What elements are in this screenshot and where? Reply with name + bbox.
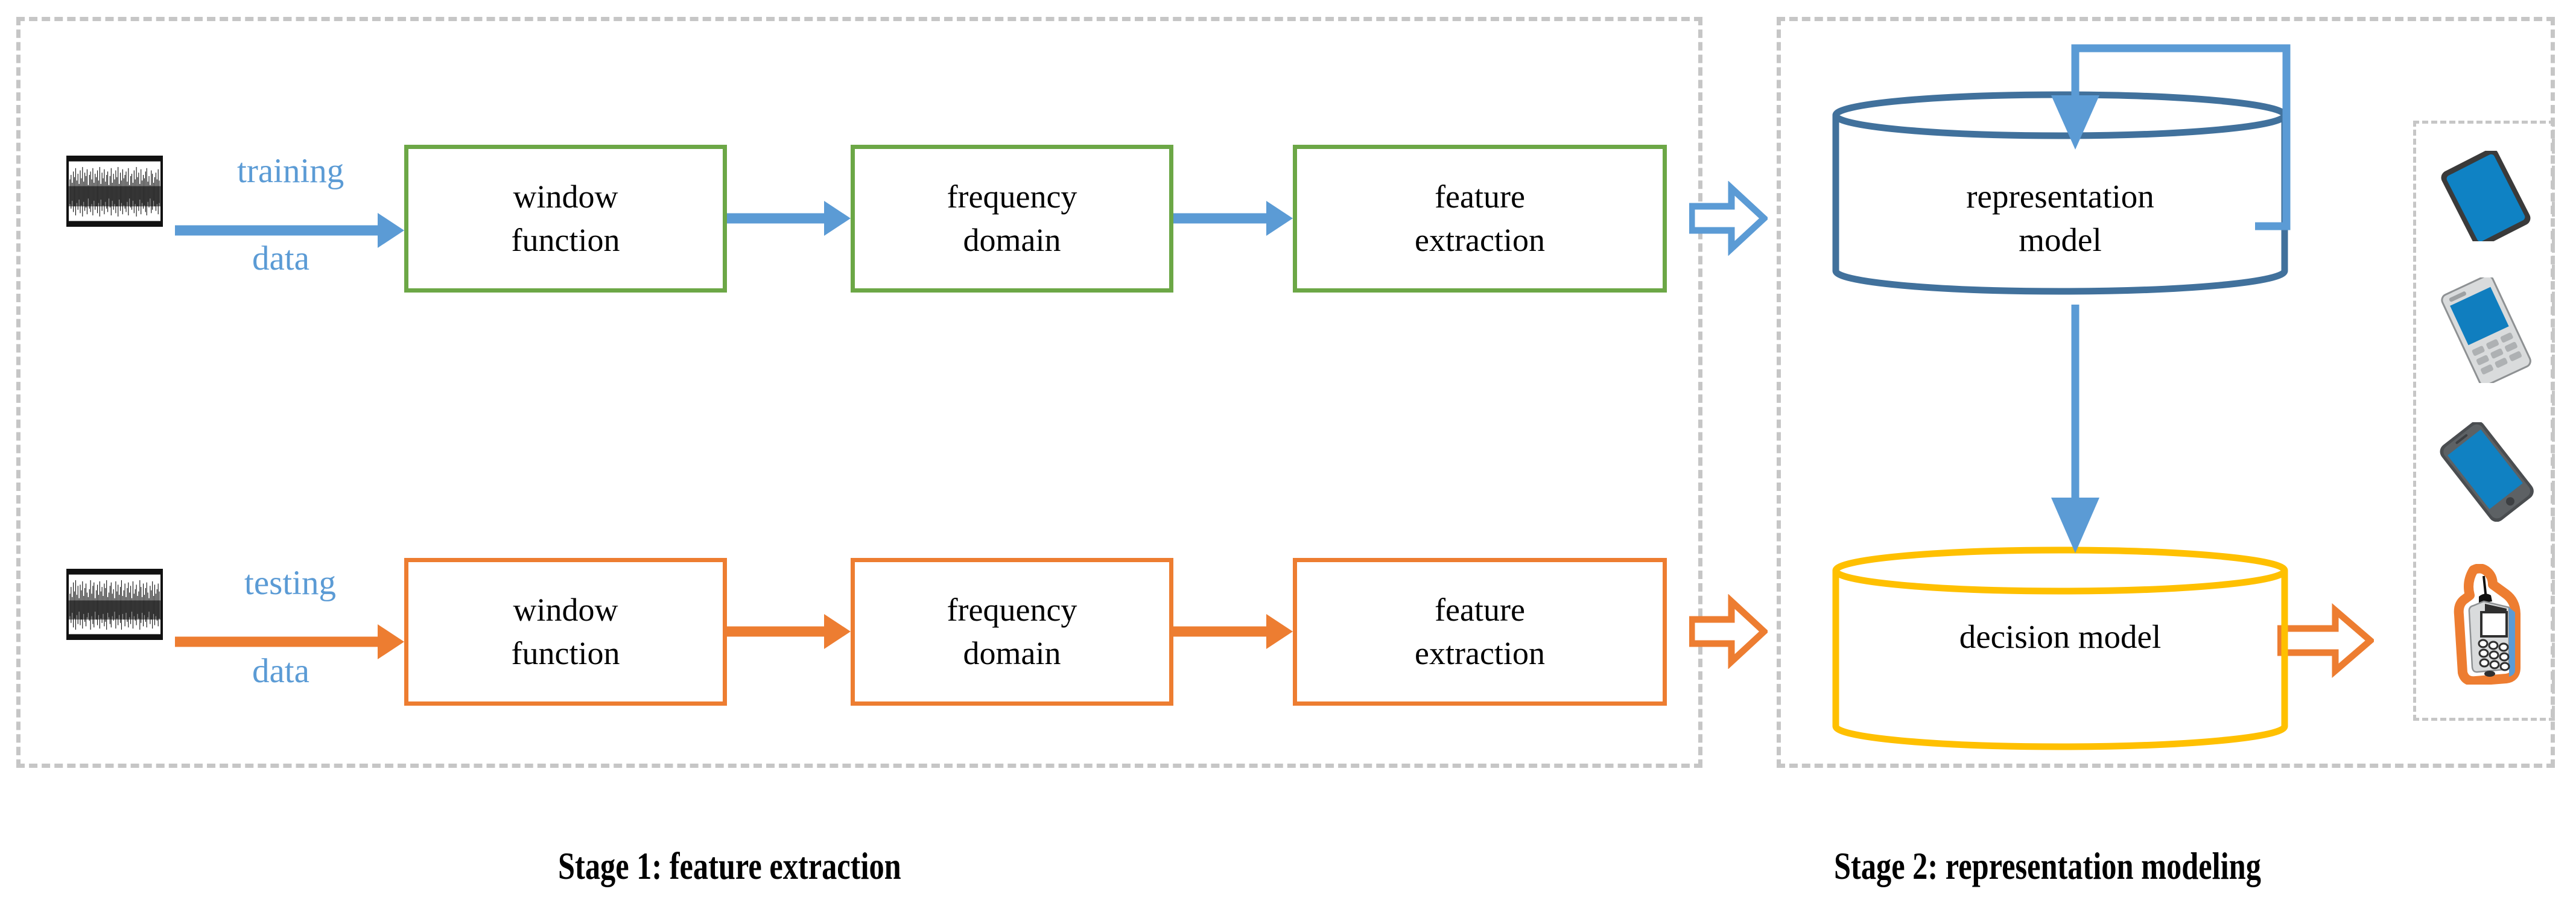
decision-model-line-1: decision model <box>1959 618 2162 655</box>
decision-model-label: decision model <box>1831 615 2289 659</box>
hollow-arrow-stage1-to-stage2-testing <box>1689 594 1768 669</box>
flow-label-training-data: data <box>252 239 309 277</box>
box-frequency-domain-training: frequency domain <box>851 145 1173 293</box>
box-line-1: frequency <box>947 179 1077 215</box>
box-line-2: function <box>511 221 620 258</box>
flow-label-testing: testing <box>244 564 336 602</box>
feedback-loop-arrow-representation-model <box>2039 42 2292 247</box>
box-feature-extraction-testing: feature extraction <box>1293 558 1667 706</box>
box-line-1: window <box>513 592 618 628</box>
box-line-1: window <box>513 179 618 215</box>
box-line-1: feature <box>1435 592 1525 628</box>
stage1-panel <box>16 17 1702 768</box>
box-line-2: extraction <box>1415 635 1545 671</box>
box-line-2: domain <box>963 635 1061 671</box>
waveform-icon-testing <box>66 569 163 640</box>
stage1-caption: Stage 1: feature extraction <box>558 845 901 887</box>
hollow-arrow-decision-to-device <box>2277 603 2374 678</box>
representation-model-label: representation model <box>1831 175 2289 261</box>
representation-model-line-1: representation <box>1966 178 2154 215</box>
tablet-icon <box>2434 151 2537 241</box>
stage2-caption: Stage 2: representation modeling <box>1834 845 2261 887</box>
device-group-panel <box>2413 121 2555 721</box>
box-line-2: extraction <box>1415 221 1545 258</box>
feature-phone-highlighted-icon <box>2446 564 2537 685</box>
smartphone-icon <box>2431 422 2540 522</box>
box-frequency-domain-testing: frequency domain <box>851 558 1173 706</box>
box-window-function-training: window function <box>404 145 727 293</box>
flow-label-testing-data: data <box>252 652 309 690</box>
box-line-2: function <box>511 635 620 671</box>
representation-model-line-2: model <box>2019 221 2102 258</box>
waveform-icon-training <box>66 156 163 227</box>
box-feature-extraction-training: feature extraction <box>1293 145 1667 293</box>
pda-phone-icon <box>2434 277 2537 383</box>
box-line-1: frequency <box>947 592 1077 628</box>
hollow-arrow-stage1-to-stage2-training <box>1689 181 1768 256</box>
box-line-2: domain <box>963 221 1061 258</box>
box-window-function-testing: window function <box>404 558 727 706</box>
flow-label-training: training <box>237 152 344 190</box>
connector-representation-to-decision <box>2039 305 2111 576</box>
box-line-1: feature <box>1435 179 1525 215</box>
decision-model-cylinder <box>1831 546 2289 750</box>
